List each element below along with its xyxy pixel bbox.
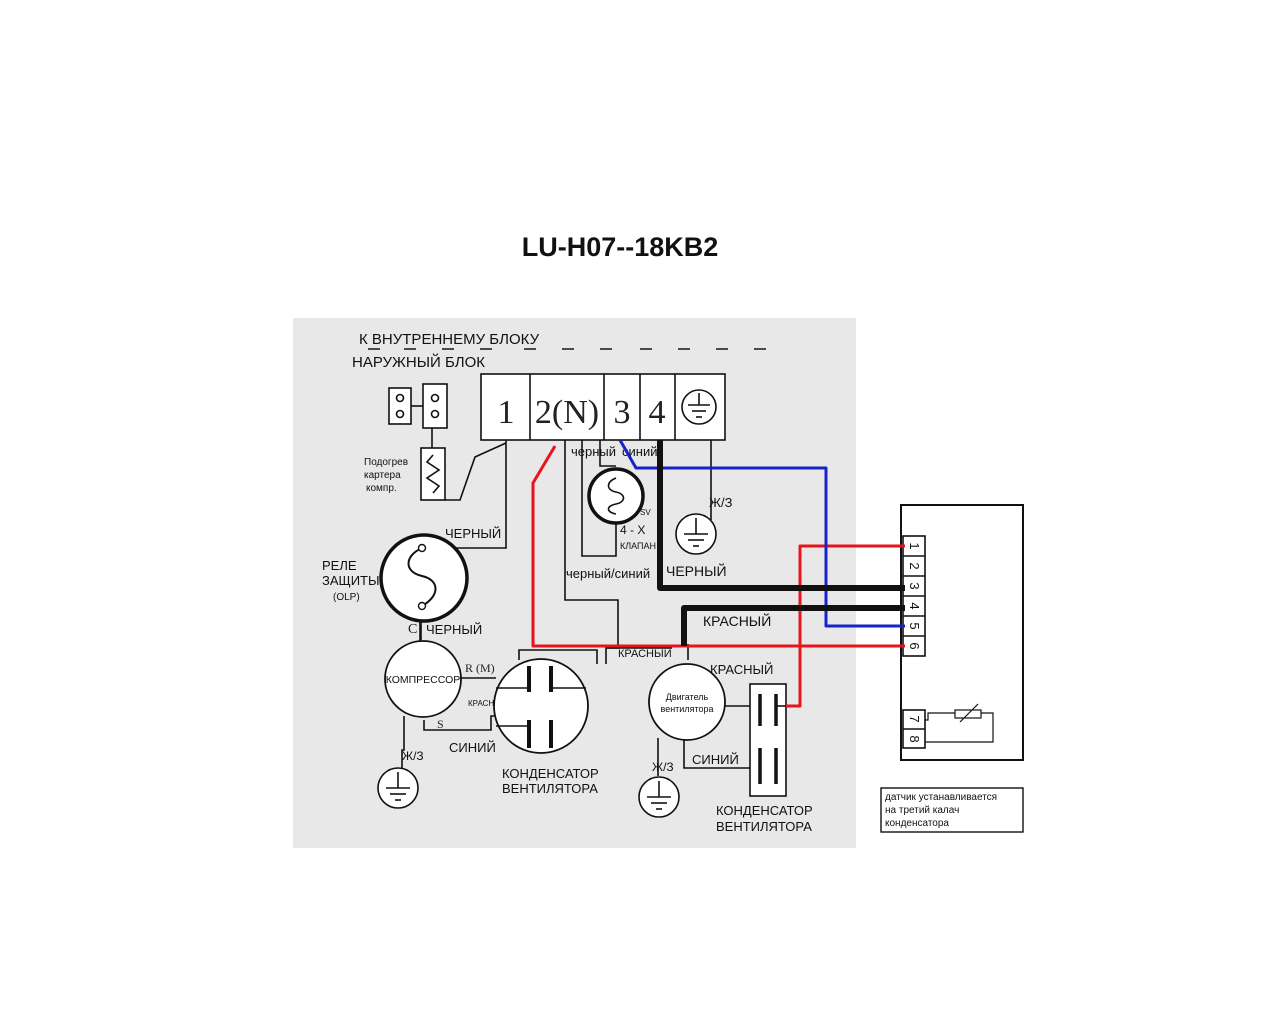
heater-label-2: картера [364,470,401,481]
compressor-capacitor-icon [493,658,589,754]
red-wire-label-3: КРАСНЫЙ [710,662,773,677]
erko-terminal-7: 7 [907,715,922,722]
terminal-block [480,373,726,441]
ground-label-3: Ж/З [652,760,674,774]
s-terminal-label: S [437,717,444,731]
red-wire-label-1: КРАСНЫЙ [703,612,771,629]
black-wire-label-2: ЧЕРНЫЙ [426,622,482,637]
fan-capacitor-label-2b: ВЕНТИЛЯТОРА [716,819,812,834]
erko-terminal-3: 3 [907,582,922,589]
olp-label: (OLP) [333,592,360,603]
note-line-2: на третий калач [885,805,959,816]
ground-icon [675,513,717,555]
crankcase-heater-icon [420,447,446,501]
black-terminal-label: черный [571,444,616,459]
connector-icon [388,383,448,448]
note-box [880,787,1024,833]
black-wire-label-3: ЧЕРНЫЙ [666,562,727,579]
red-wire [786,544,905,708]
relay-label-2: ЗАЩИТЫ [322,573,380,588]
fan-motor-label-1: Двигатель [666,692,709,702]
diagram-title: LU-H07--18KB2 [521,232,719,262]
fan-capacitor-label-1b: ВЕНТИЛЯТОРА [502,781,598,796]
overload-relay-icon [379,533,469,623]
red-small-label: КРАСНЫЙ [468,699,507,708]
heater-label-1: Подогрев [364,457,408,468]
red-wire [531,445,905,648]
erko-terminal-1: 1 [907,542,922,549]
terminal-4: 4 [649,394,666,431]
black-blue-label: черный/синий [566,566,650,581]
relay-label-1: РЕЛЕ [322,558,357,573]
ground-icon [377,767,419,809]
valve-label-1: 4 - X [620,523,645,537]
erko-terminal-8: 8 [907,735,922,742]
ground-terminal-icon [681,389,717,425]
terminal-3: 3 [614,394,631,431]
terminal-2n: 2(N) [535,394,599,431]
ground-label-2: Ж/З [709,495,733,510]
note-line-1: датчик устанавливается [885,792,997,803]
erko-terminal-strip [902,535,926,749]
fan-motor-label-2: вентилятора [661,704,714,714]
heater-label-3: компр. [366,483,397,494]
black-wire-thick [657,440,905,591]
added-wires [531,439,905,708]
erko-terminal-4: 4 [907,602,922,609]
ptc-sensor-icon [925,703,994,743]
ground-label-1: Ж/З [402,749,424,763]
r-m-label: R (M) [465,661,495,675]
erko-terminal-5: 5 [907,622,922,629]
erko-terminal-2: 2 [907,562,922,569]
to-indoor-label: К ВНУТРЕННЕМУ БЛОКУ [359,331,540,348]
black-wire-thick [681,605,905,646]
compressor-label: КОМПРЕССОР [386,674,461,686]
blue-terminal-label: синий [622,444,657,459]
fan-motor-icon [648,663,726,741]
terminal-1: 1 [498,394,515,431]
compressor-icon [384,640,462,718]
note-line-3: конденсатора [885,818,949,829]
fan-capacitor-label-1a: КОНДЕНСАТОР [502,766,599,781]
valve-label-2: КЛАПАН [620,541,656,551]
blue-wire [618,439,905,628]
blue-wire-label-2: СИНИЙ [692,752,739,767]
internal-wires [400,440,766,776]
c-terminal-label: C [408,622,417,637]
fan-capacitor-icon [749,683,787,797]
red-wire-label-2: КРАСНЫЙ [618,647,672,660]
ground-icon [638,776,680,818]
erko-terminal-6: 6 [907,642,922,649]
valve-coil-icon [587,467,645,525]
sv-label: SV [640,508,651,517]
black-wire-label-1: ЧЕРНЫЙ [445,526,501,541]
blue-wire-label-1: СИНИЙ [449,740,496,755]
fan-capacitor-label-2a: КОНДЕНСАТОР [716,803,813,818]
outdoor-unit-label: НАРУЖНЫЙ БЛОК [352,353,485,371]
